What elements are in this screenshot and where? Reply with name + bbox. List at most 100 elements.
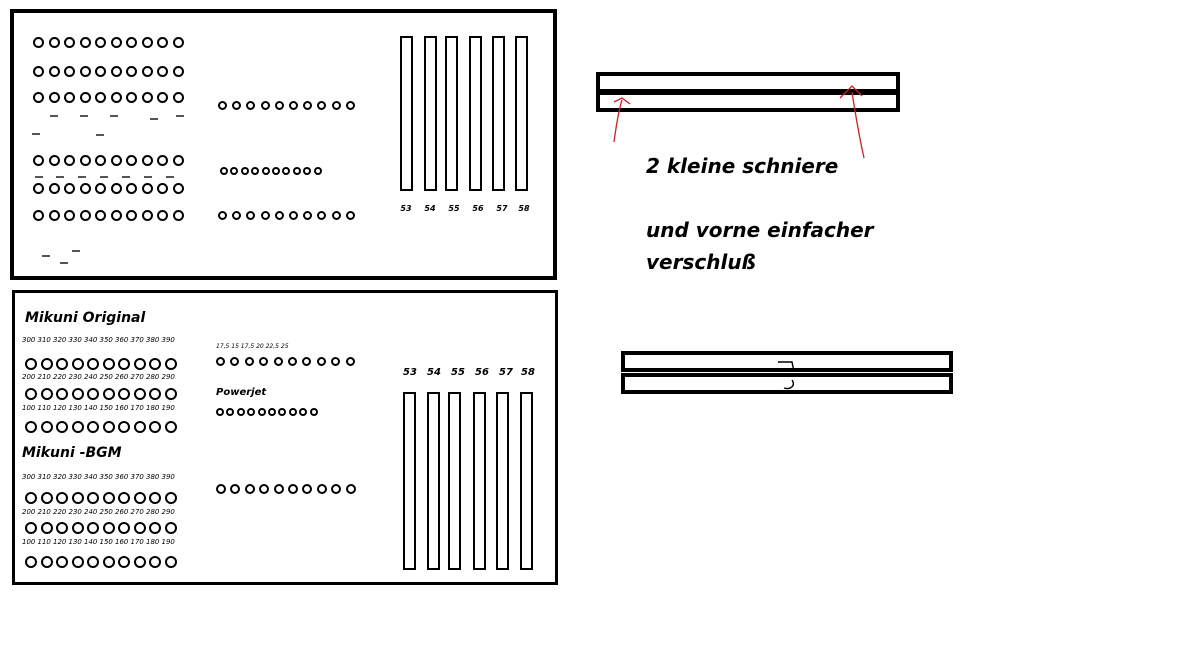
needle-slot xyxy=(469,36,482,191)
jet-hole xyxy=(230,484,241,494)
jet-hole xyxy=(40,388,53,400)
jet-hole xyxy=(218,101,227,110)
size-label: 360 xyxy=(115,336,129,344)
jet-hole xyxy=(317,211,327,220)
jet-hole xyxy=(79,183,91,194)
faded-mark xyxy=(150,118,158,120)
faded-mark xyxy=(78,176,86,178)
jet-hole xyxy=(87,522,99,534)
jet-hole xyxy=(278,408,287,416)
jet-hole xyxy=(48,37,60,48)
jet-hole xyxy=(331,357,341,366)
size-label: 150 xyxy=(99,404,113,412)
jet-hole xyxy=(40,421,53,433)
jet-hole xyxy=(56,421,68,433)
jet-hole xyxy=(149,388,161,400)
jet-hole xyxy=(289,101,298,110)
jet-hole xyxy=(95,66,106,77)
front-bottom-bar xyxy=(621,373,953,394)
jet-hole xyxy=(309,408,318,416)
jet-hole xyxy=(25,421,37,433)
jet-hole xyxy=(157,210,168,221)
jet-hole xyxy=(71,388,84,400)
size-label: 200 xyxy=(22,508,36,516)
size-label: 290 xyxy=(161,508,175,516)
size-label: 390 xyxy=(161,336,175,344)
jet-hole xyxy=(56,388,68,400)
note-line-3: verschluß xyxy=(646,250,756,274)
jet-hole xyxy=(87,388,99,400)
jet-hole xyxy=(172,92,184,103)
jet-hole xyxy=(110,183,122,194)
jet-hole xyxy=(172,37,184,48)
jet-hole xyxy=(110,37,122,48)
jet-hole xyxy=(345,101,355,110)
faded-mark xyxy=(80,115,88,117)
size-label: 330 xyxy=(68,336,82,344)
top-slot-label: 53 xyxy=(400,204,412,213)
jet-hole xyxy=(345,211,355,220)
bottom-slot-label: 57 xyxy=(499,367,513,378)
jet-hole xyxy=(345,357,355,366)
size-label: 250 xyxy=(99,373,113,381)
needle-slot xyxy=(427,392,440,570)
needle-slot xyxy=(403,392,416,570)
jet-hole xyxy=(102,556,115,568)
size-label: 240 xyxy=(84,508,98,516)
needle-slot xyxy=(492,36,505,191)
jet-hole xyxy=(164,421,177,433)
jet-hole xyxy=(331,484,342,494)
size-label: 270 xyxy=(130,508,144,516)
jet-hole xyxy=(87,358,99,370)
faded-mark xyxy=(100,176,108,178)
jet-hole xyxy=(133,556,146,568)
jet-hole xyxy=(240,167,249,175)
jet-hole xyxy=(302,484,313,494)
jet-hole xyxy=(133,388,146,400)
jet-hole xyxy=(48,155,60,166)
size-label: 320 xyxy=(53,336,67,344)
size-label: 380 xyxy=(146,473,160,481)
jet-hole xyxy=(25,522,37,534)
size-label: 300 xyxy=(22,336,36,344)
hinge-arrow-left xyxy=(613,97,631,143)
jet-hole xyxy=(268,408,276,416)
lid-top-bar xyxy=(596,72,900,93)
jet-hole xyxy=(126,66,137,77)
jet-hole xyxy=(331,101,341,110)
jet-hole xyxy=(71,421,84,433)
jet-hole xyxy=(133,421,146,433)
jet-hole xyxy=(126,183,137,194)
jet-hole xyxy=(226,408,235,416)
jet-hole xyxy=(260,211,270,220)
faded-mark xyxy=(110,115,118,117)
jet-hole xyxy=(149,556,161,568)
idle-jet-sizes-label: 17,5 15 17,5 20 22,5 25 xyxy=(216,343,289,350)
jet-hole xyxy=(317,101,327,110)
needle-slot xyxy=(445,36,458,191)
bottom-slot-label: 55 xyxy=(451,367,465,378)
size-label: 220 xyxy=(53,373,67,381)
size-label: 110 xyxy=(37,404,51,412)
size-label: 180 xyxy=(146,404,160,412)
faded-mark xyxy=(60,262,68,264)
jet-hole xyxy=(164,522,177,534)
jet-hole xyxy=(64,155,75,166)
jet-hole xyxy=(246,211,256,220)
size-label: 380 xyxy=(146,336,160,344)
size-label: 330 xyxy=(68,473,82,481)
jet-hole xyxy=(273,484,284,494)
jet-hole xyxy=(216,484,226,494)
jet-hole xyxy=(79,66,91,77)
top-slot-label: 57 xyxy=(496,204,508,213)
jet-hole xyxy=(79,155,91,166)
jet-hole xyxy=(95,155,106,166)
jet-hole xyxy=(164,556,177,568)
jet-hole xyxy=(33,92,44,103)
jet-hole xyxy=(236,408,245,416)
size-label: 170 xyxy=(130,404,144,412)
size-label: 120 xyxy=(53,538,67,546)
jet-hole xyxy=(79,92,91,103)
size-label: 160 xyxy=(115,404,129,412)
hinge-arrow-right xyxy=(839,85,865,159)
